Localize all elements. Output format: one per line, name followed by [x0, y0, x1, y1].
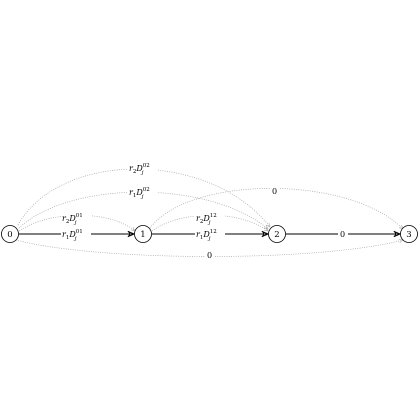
svg-text:0: 0	[207, 251, 212, 260]
node-2: 2	[268, 225, 286, 243]
edge-label-e13: 0	[270, 185, 280, 197]
edge-0-1-r2-d01	[18, 214, 135, 231]
node-3: 3	[400, 225, 418, 243]
edge-0-2-r2-d02	[17, 168, 270, 227]
node-0: 0	[1, 225, 19, 243]
edge-label-e23: 0	[338, 228, 348, 240]
edge-label-e03: 0	[205, 249, 215, 261]
svg-text:3: 3	[406, 230, 411, 240]
node-1: 1	[134, 225, 152, 243]
svg-text:2: 2	[274, 230, 279, 240]
svg-text:1: 1	[140, 230, 145, 240]
svg-text:0: 0	[272, 187, 277, 196]
svg-text:0: 0	[7, 230, 12, 240]
edge-1-2-r2-d12	[151, 214, 268, 231]
svg-text:0: 0	[340, 230, 345, 239]
